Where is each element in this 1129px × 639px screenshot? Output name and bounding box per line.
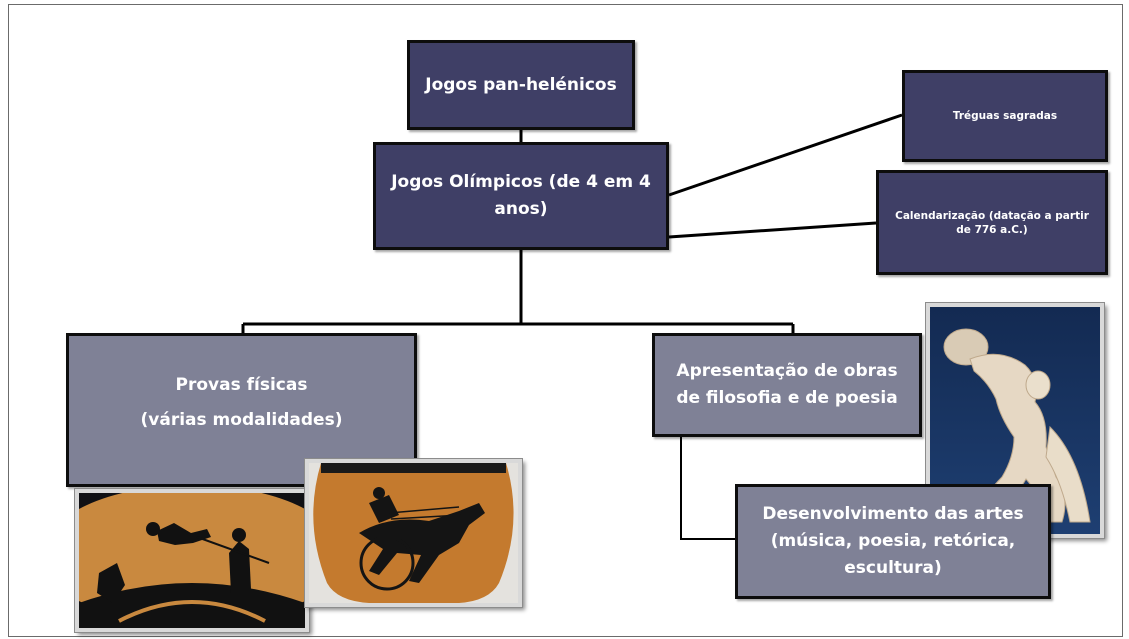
left-branch-line1: Provas físicas — [175, 375, 308, 395]
center-node-label: Jogos Olímpicos (de 4 em 4 anos) — [391, 172, 651, 219]
connector-to-treguas — [668, 113, 903, 197]
left-branch-line2: (várias modalidades) — [140, 410, 343, 430]
right-branch-label: Apresentação de obras de filosofia e de … — [676, 361, 898, 408]
greek-kylix-long-jump-image — [74, 488, 310, 633]
side-node-calendarizacao-label: Calendarização (datação a partir de 776 … — [895, 209, 1089, 236]
right-branch-node: Apresentação de obras de filosofia e de … — [652, 333, 922, 437]
connector-to-calendarizacao — [668, 221, 877, 239]
greek-amphora-chariot-image — [304, 458, 523, 608]
root-node-label: Jogos pan-helénicos — [425, 74, 617, 95]
connector-right-sub — [680, 437, 735, 540]
side-node-treguas-label: Tréguas sagradas — [952, 110, 1058, 122]
right-sub-label: Desenvolvimento das artes (música, poesi… — [762, 504, 1024, 578]
root-node: Jogos pan-helénicos — [407, 40, 635, 130]
right-sub-node: Desenvolvimento das artes (música, poesi… — [735, 484, 1051, 599]
left-branch-node: Provas físicas (várias modalidades) — [66, 333, 417, 487]
center-node: Jogos Olímpicos (de 4 em 4 anos) — [373, 142, 669, 250]
side-node-calendarizacao: Calendarização (datação a partir de 776 … — [876, 170, 1108, 275]
side-node-treguas: Tréguas sagradas — [902, 70, 1108, 162]
